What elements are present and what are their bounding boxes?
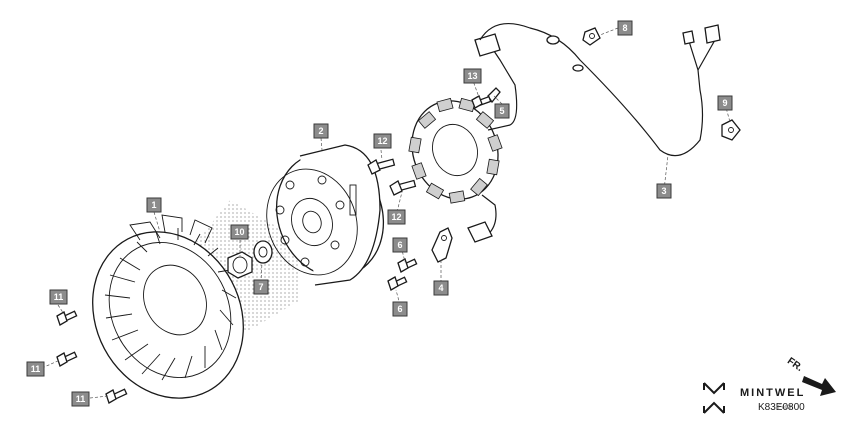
svg-text:12: 12 bbox=[391, 212, 401, 222]
watermark-logo: MINTWEL Fetch bbox=[703, 382, 805, 414]
callout-10[interactable]: 10 bbox=[230, 224, 249, 240]
svg-text:1: 1 bbox=[151, 200, 156, 210]
callout-13[interactable]: 13 bbox=[463, 68, 482, 84]
callout-12b[interactable]: 12 bbox=[387, 209, 406, 225]
svg-text:13: 13 bbox=[467, 71, 477, 81]
bolt-12a bbox=[367, 158, 396, 175]
mintwel-logo-icon bbox=[703, 382, 725, 414]
wire-clip-9 bbox=[721, 119, 741, 141]
callout-11a[interactable]: 11 bbox=[49, 289, 68, 305]
callout-7[interactable]: 7 bbox=[253, 279, 269, 295]
svg-text:7: 7 bbox=[258, 282, 263, 292]
svg-text:11: 11 bbox=[31, 364, 41, 374]
svg-text:9: 9 bbox=[722, 98, 727, 108]
svg-text:2: 2 bbox=[318, 126, 323, 136]
callout-5[interactable]: 5 bbox=[494, 103, 510, 119]
callout-9[interactable]: 9 bbox=[717, 95, 733, 111]
callout-6a[interactable]: 6 bbox=[392, 237, 408, 253]
cooling-fan bbox=[92, 214, 244, 399]
front-arrow-icon bbox=[802, 376, 836, 396]
bolt-11a bbox=[56, 310, 78, 326]
svg-text:10: 10 bbox=[234, 227, 244, 237]
stator bbox=[408, 33, 518, 243]
washer bbox=[253, 240, 273, 264]
watermark-brand: MINTWEL bbox=[740, 387, 805, 399]
svg-text:8: 8 bbox=[622, 23, 627, 33]
callout-1[interactable]: 1 bbox=[146, 197, 162, 213]
flywheel-nut bbox=[227, 251, 253, 279]
diagram-code: K83E0800 bbox=[758, 402, 805, 413]
callout-11c[interactable]: 11 bbox=[71, 391, 90, 407]
svg-text:11: 11 bbox=[76, 394, 86, 404]
callout-8[interactable]: 8 bbox=[617, 20, 633, 36]
bolt-11b bbox=[56, 351, 78, 367]
callout-3[interactable]: 3 bbox=[656, 183, 672, 199]
svg-text:11: 11 bbox=[54, 292, 64, 302]
bolt-11c bbox=[105, 388, 128, 404]
harness-wire bbox=[479, 22, 721, 157]
watermark-sub: Fetch bbox=[778, 405, 793, 411]
svg-text:4: 4 bbox=[438, 283, 443, 293]
svg-text:3: 3 bbox=[661, 186, 666, 196]
bolt-6b bbox=[387, 276, 408, 291]
svg-text:5: 5 bbox=[499, 106, 504, 116]
front-direction-label: FR. bbox=[785, 356, 805, 374]
flywheel bbox=[266, 144, 385, 286]
callout-12a[interactable]: 12 bbox=[373, 133, 392, 149]
wire-clamp bbox=[431, 227, 453, 263]
svg-text:6: 6 bbox=[397, 304, 402, 314]
svg-text:6: 6 bbox=[397, 240, 402, 250]
svg-text:12: 12 bbox=[377, 136, 387, 146]
wire-clip-8 bbox=[582, 27, 601, 46]
callout-2[interactable]: 2 bbox=[313, 123, 329, 139]
bolt-12b bbox=[389, 179, 417, 196]
callout-6b[interactable]: 6 bbox=[392, 301, 408, 317]
callout-11b[interactable]: 11 bbox=[26, 361, 45, 377]
bolt-6a bbox=[397, 258, 418, 273]
callout-4[interactable]: 4 bbox=[433, 280, 449, 296]
bolt-13 bbox=[471, 95, 492, 109]
